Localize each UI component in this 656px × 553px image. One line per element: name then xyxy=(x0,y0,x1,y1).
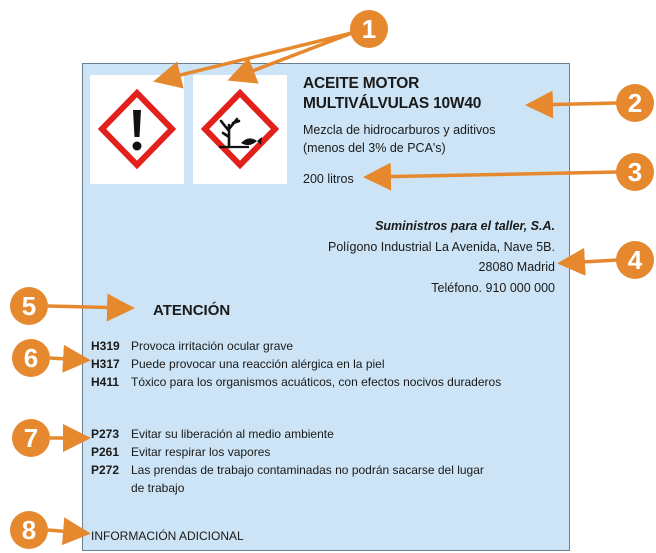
precautionary-code: P261 xyxy=(91,445,120,459)
additional-info: INFORMACIÓN ADICIONAL xyxy=(91,529,244,543)
precautionary-statement: P272 Las prendas de trabajo contaminadas … xyxy=(91,463,484,477)
exclamation-mark-icon xyxy=(97,88,177,170)
callout-7: 7 xyxy=(12,419,50,457)
callout-4: 4 xyxy=(616,241,654,279)
precautionary-text: Las prendas de trabajo contaminadas no p… xyxy=(131,463,484,477)
supplier-address: Polígono Industrial La Avenida, Nave 5B. xyxy=(327,240,555,254)
supplier-phone: Teléfono. 910 000 000 xyxy=(431,281,555,295)
product-description-line2: (menos del 3% de PCA's) xyxy=(303,141,446,155)
hazard-statement: H319 Provoca irritación ocular grave xyxy=(91,339,293,353)
hazard-text: Tóxico para los organismos acuáticos, co… xyxy=(131,375,502,389)
product-name-line1: ACEITE MOTOR xyxy=(303,75,420,92)
product-description-line1: Mezcla de hidrocarburos y aditivos xyxy=(303,123,496,137)
precautionary-code: P273 xyxy=(91,427,120,441)
callout-6: 6 xyxy=(12,339,50,377)
product-quantity: 200 litros xyxy=(303,172,354,186)
environment-hazard-icon xyxy=(200,88,280,170)
hazard-code: H317 xyxy=(91,357,120,371)
callout-5: 5 xyxy=(10,287,48,325)
signal-word: ATENCIÓN xyxy=(153,302,231,319)
supplier-city: 28080 Madrid xyxy=(478,260,555,274)
pictogram-exclamation xyxy=(90,75,184,184)
precautionary-text-continued: de trabajo xyxy=(131,481,185,495)
supplier-name: Suministros para el taller, S.A. xyxy=(375,219,555,233)
callout-1: 1 xyxy=(350,10,388,48)
precautionary-text: Evitar su liberación al medio ambiente xyxy=(131,427,334,441)
hazard-code: H319 xyxy=(91,339,120,353)
hazard-statement: H411 Tóxico para los organismos acuáticos… xyxy=(91,375,501,389)
hazard-text: Provoca irritación ocular grave xyxy=(131,339,294,353)
hazard-code: H411 xyxy=(91,375,120,389)
callout-8: 8 xyxy=(10,511,48,549)
precautionary-text: Evitar respirar los vapores xyxy=(131,445,271,459)
precautionary-statement: P273 Evitar su liberación al medio ambien… xyxy=(91,427,334,441)
product-name-line2: MULTIVÁLVULAS 10W40 xyxy=(303,95,482,112)
pictogram-environment xyxy=(193,75,287,184)
hazard-statement: H317 Puede provocar una reacción alérgica… xyxy=(91,357,385,371)
callout-3: 3 xyxy=(616,153,654,191)
precautionary-statement: P261 Evitar respirar los vapores xyxy=(91,445,270,459)
callout-2: 2 xyxy=(616,84,654,122)
hazard-text: Puede provocar una reacción alérgica en … xyxy=(131,357,385,371)
precautionary-code: P272 xyxy=(91,463,120,477)
